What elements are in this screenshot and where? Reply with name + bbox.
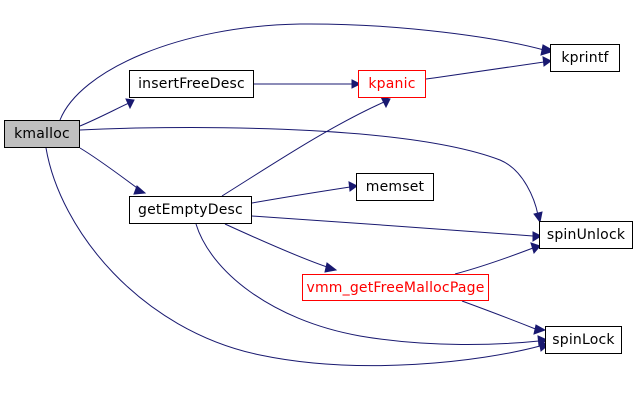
node-spinunlock[interactable]: spinUnlock <box>539 221 633 249</box>
edge-kmalloc-to-spinunlock <box>79 127 543 224</box>
node-vmm-getfreemallocpage[interactable]: vmm_getFreeMallocPage <box>302 274 489 301</box>
edge-insertfreedesc-to-kpanic <box>254 79 362 89</box>
edge-getemptydesc-to-kpanic <box>221 96 391 197</box>
node-label-vmm-getfreemallocpage: vmm_getFreeMallocPage <box>306 279 485 296</box>
node-label-insertfreedesc: insertFreeDesc <box>138 76 245 92</box>
node-label-kmalloc: kmalloc <box>14 126 70 142</box>
edge-vmm-getfreemallocpage-to-spinlock <box>461 300 547 335</box>
node-kmalloc[interactable]: kmalloc <box>4 120 80 148</box>
node-label-spinlock: spinLock <box>552 332 615 348</box>
edge-kmalloc-to-insertfreedesc <box>79 98 135 127</box>
edge-kmalloc-to-getemptydesc <box>79 147 147 195</box>
node-label-spinunlock: spinUnlock <box>546 227 626 243</box>
edge-getemptydesc-to-spinunlock <box>251 215 543 242</box>
node-kpanic[interactable]: kpanic <box>358 70 426 98</box>
edge-kpanic-to-kprintf <box>425 56 552 80</box>
node-insertfreedesc[interactable]: insertFreeDesc <box>129 70 254 98</box>
edge-kmalloc-to-kprintf <box>59 23 556 121</box>
node-label-memset: memset <box>365 179 425 195</box>
node-kprintf[interactable]: kprintf <box>550 44 620 72</box>
node-label-getemptydesc: getEmptyDesc <box>138 202 243 218</box>
node-getemptydesc[interactable]: getEmptyDesc <box>129 196 252 224</box>
edge-vmm-getfreemallocpage-to-spinunlock <box>454 242 541 275</box>
node-label-kpanic: kpanic <box>368 76 416 92</box>
edge-getemptydesc-to-vmm-getfreemallocpage <box>224 223 338 273</box>
edge-getemptydesc-to-spinlock <box>195 223 548 347</box>
node-label-kprintf: kprintf <box>561 50 609 66</box>
node-spinlock[interactable]: spinLock <box>545 326 622 354</box>
node-memset[interactable]: memset <box>356 173 434 201</box>
edge-getemptydesc-to-memset <box>251 181 358 204</box>
